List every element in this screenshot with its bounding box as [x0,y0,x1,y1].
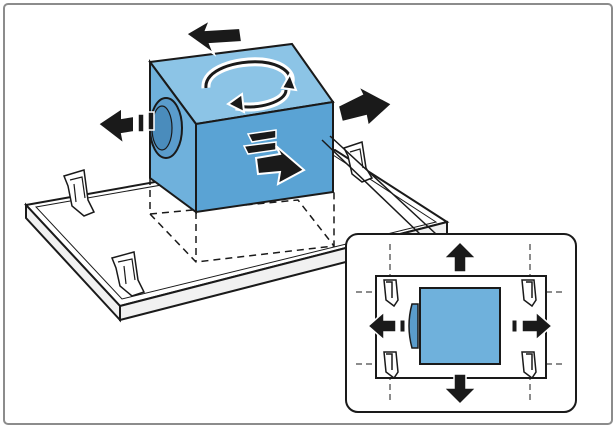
move-arrow-icon [336,83,394,128]
mounting-bracket-icon [383,279,537,380]
move-arrow-icon [442,240,478,273]
move-arrow-icon [184,17,244,57]
rotate-arrows-icon [201,57,298,114]
blower-unit [148,42,335,214]
move-arrow-icon [442,373,478,406]
unit-top-view [419,287,501,365]
mounting-bracket-icon [110,251,146,297]
move-arrow-icon [96,106,155,147]
move-arrow-icon [511,310,554,342]
mounting-bracket-icon [62,169,96,217]
move-arrow-icon [242,129,306,186]
move-arrow-icon [366,310,406,342]
callout-lines [321,135,437,235]
top-view-inset [345,233,577,413]
